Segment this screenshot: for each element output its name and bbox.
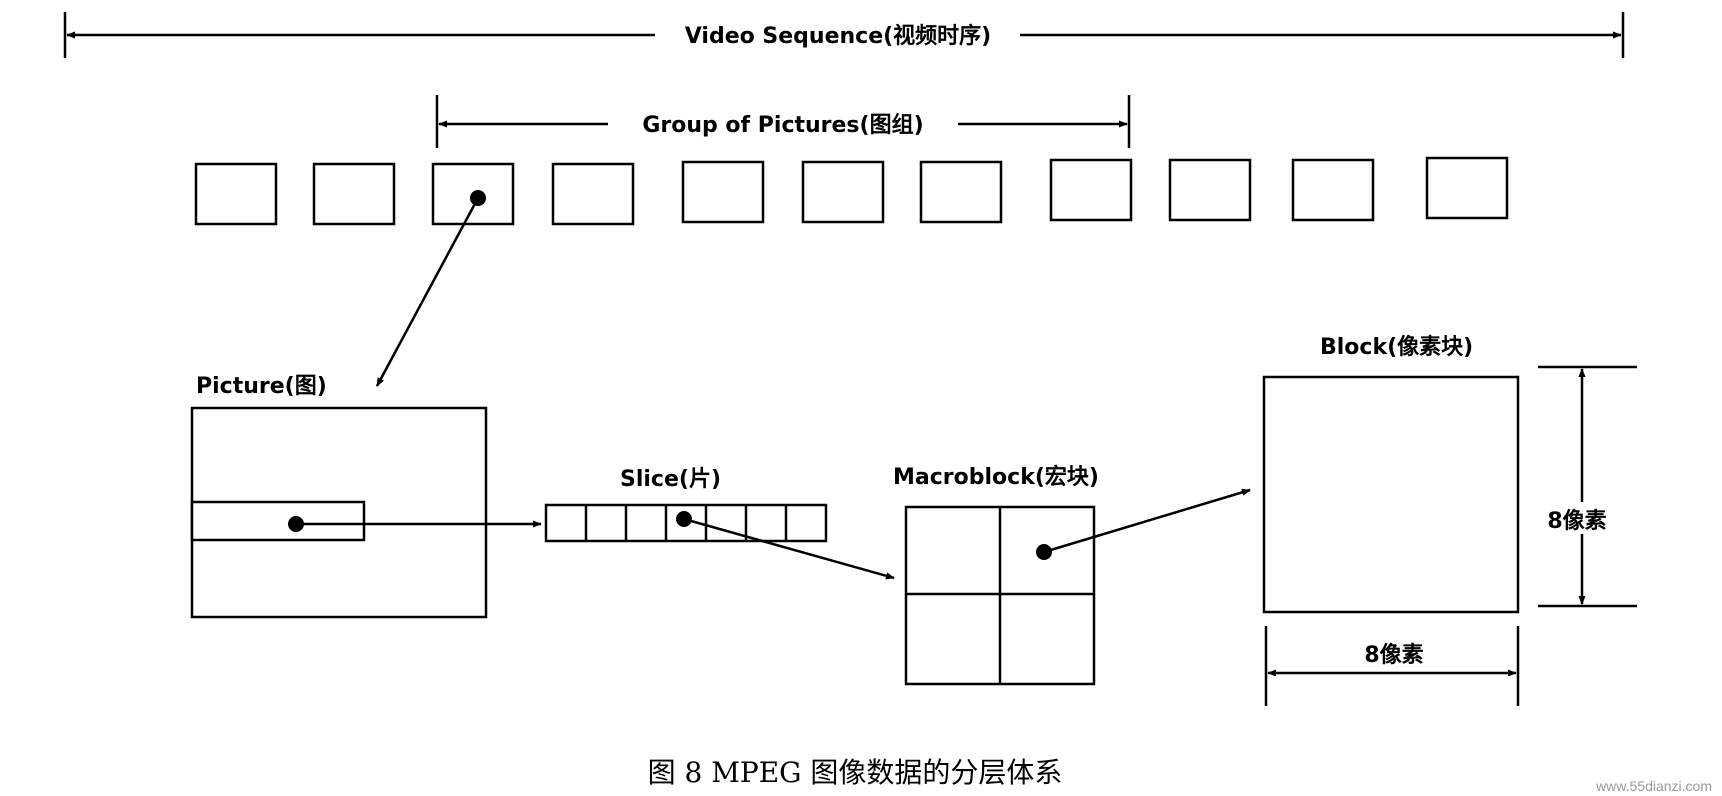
macroblock-label: Macroblock(宏块) [893,464,1099,490]
figure-caption: 图 8 MPEG 图像数据的分层体系 [648,756,1063,789]
sequence-frame [194,162,278,226]
sequence-frame [1425,156,1509,220]
macroblock-to-block-arrow [1043,488,1251,554]
watermark: www.55dianzi.com [1595,778,1712,794]
block-width-label: 8像素 [1364,642,1423,668]
video-sequence-label: Video Sequence(视频时序) [685,23,991,49]
sequence-frame [551,162,635,226]
block-height-label: 8像素 [1547,508,1606,534]
frame-to-picture-arrow [375,197,480,387]
sequence-frame [919,160,1003,224]
video-sequence-span: Video Sequence(视频时序) [63,12,1625,58]
sequence-frames [194,156,1509,226]
sequence-frame [1291,158,1375,222]
group-of-pictures-span: Group of Pictures(图组) [435,95,1131,148]
slice-label: Slice(片) [620,467,721,492]
sequence-frame [801,160,885,224]
slice-box [544,503,828,543]
sequence-frame [681,160,765,224]
block-label: Block(像素块) [1320,334,1473,360]
sequence-frame [1049,158,1133,222]
group-of-pictures-label: Group of Pictures(图组) [642,112,923,138]
picture-label: Picture(图) [196,374,327,399]
sequence-frame [312,162,396,226]
slice-to-macroblock-arrow [683,517,895,580]
block-box [1262,375,1520,614]
sequence-frame [1168,158,1252,222]
picture-slice-strip [190,500,366,542]
